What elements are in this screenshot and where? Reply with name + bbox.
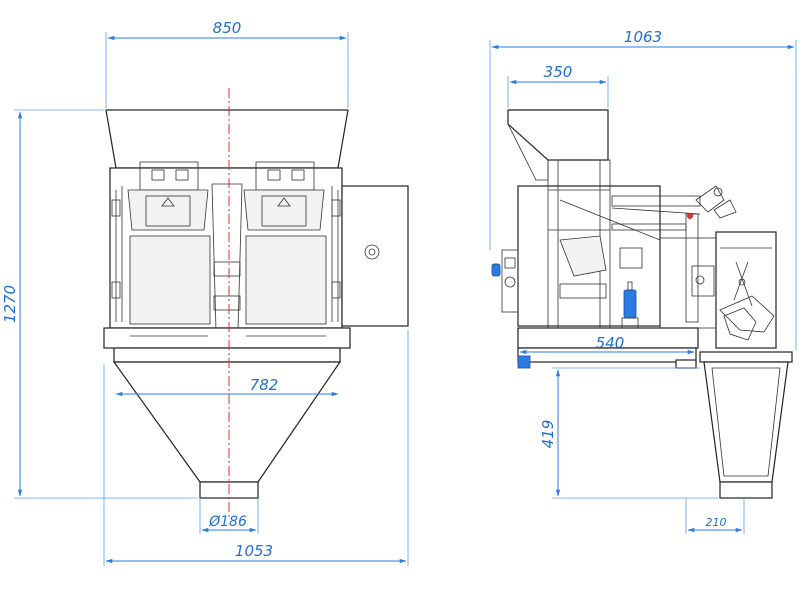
dim-front-width-mid: 782 bbox=[250, 376, 279, 394]
dim-side-height-lower: 419 bbox=[539, 420, 557, 449]
front-top-hopper bbox=[105, 109, 349, 169]
dim-side-width-total: 1063 bbox=[624, 28, 662, 46]
side-regulator bbox=[491, 249, 519, 313]
dim-side-outlet: 210 bbox=[706, 516, 727, 529]
front-right-unit bbox=[243, 161, 341, 325]
front-dimensions: 850 1270 782 Ø186 1053 bbox=[1, 19, 409, 566]
side-clamp-upper bbox=[695, 185, 737, 219]
dim-front-outlet: Ø186 bbox=[208, 514, 247, 530]
side-dimensions: 1063 350 540 419 210 bbox=[489, 28, 797, 534]
dim-side-hopper: 350 bbox=[544, 63, 573, 81]
dim-front-height: 1270 bbox=[1, 285, 19, 323]
front-view bbox=[103, 88, 409, 520]
front-left-unit bbox=[111, 161, 211, 325]
dim-side-frame: 540 bbox=[596, 334, 625, 352]
side-funnel-rim bbox=[699, 351, 793, 363]
front-motor-box bbox=[341, 185, 409, 327]
front-lower-funnel bbox=[112, 361, 342, 483]
front-base-plate bbox=[103, 327, 351, 349]
side-lower-funnel bbox=[703, 361, 789, 483]
side-view bbox=[491, 109, 793, 499]
side-top-hopper bbox=[507, 109, 609, 161]
side-outlet bbox=[719, 481, 773, 499]
dim-front-width-top: 850 bbox=[213, 19, 242, 37]
front-base-rim bbox=[113, 347, 341, 363]
front-knob-icon bbox=[364, 244, 380, 260]
side-gate-mechanism bbox=[719, 261, 775, 341]
dim-front-width-total: 1053 bbox=[235, 542, 273, 560]
